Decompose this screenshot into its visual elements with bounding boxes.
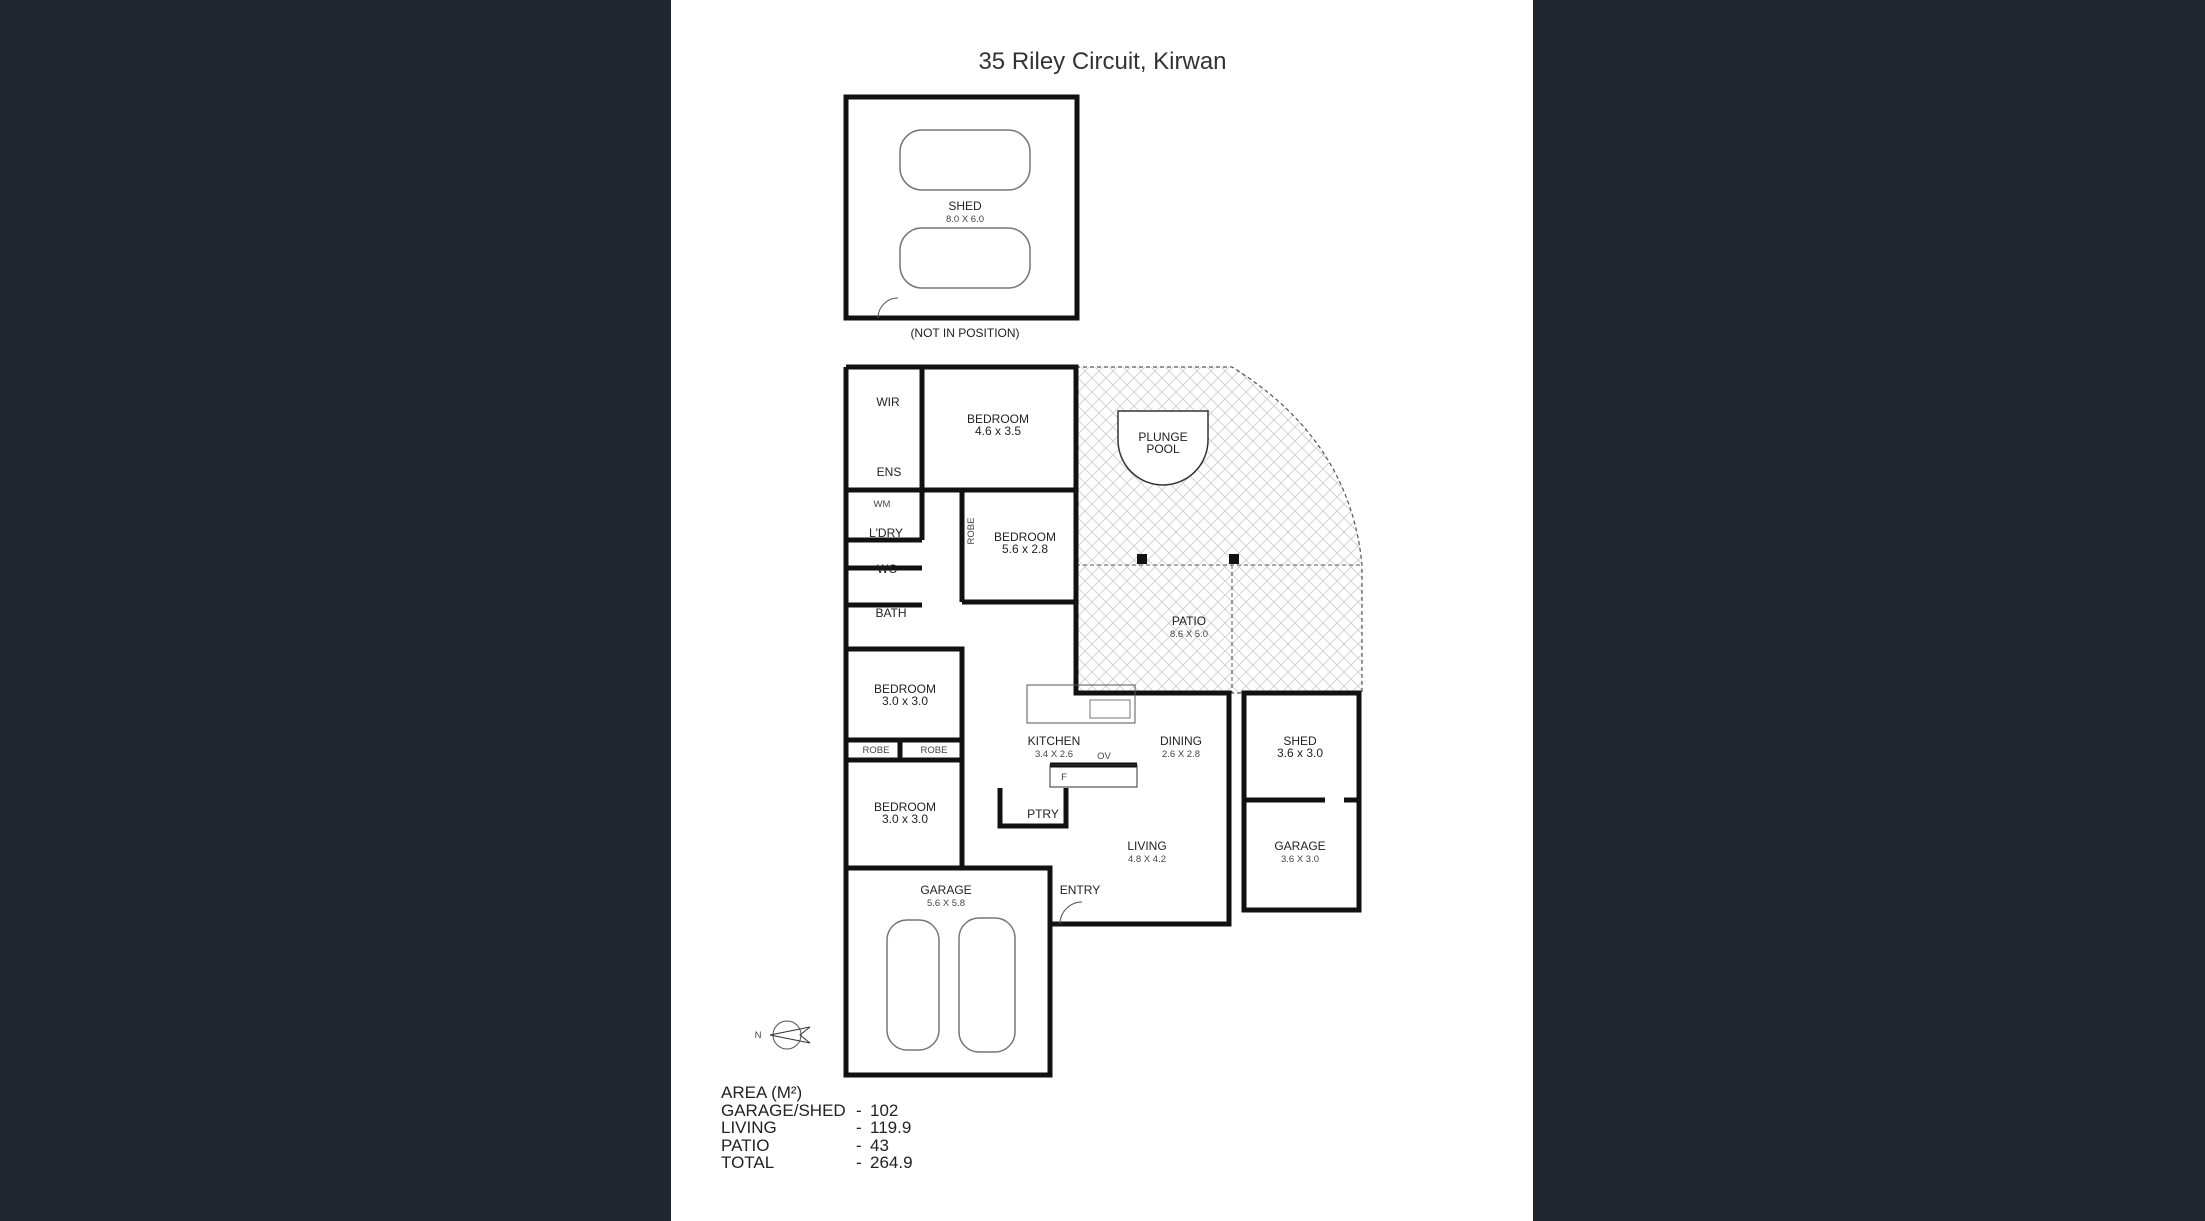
svg-text:BEDROOM: BEDROOM: [994, 530, 1056, 544]
svg-text:SHED: SHED: [1283, 734, 1317, 748]
svg-text:DINING: DINING: [1160, 734, 1202, 748]
svg-text:5.6 X 5.8: 5.6 X 5.8: [927, 898, 965, 909]
svg-text:8.6 X 5.0: 8.6 X 5.0: [1170, 629, 1208, 640]
area-row: LIVING-119.9: [721, 1118, 912, 1137]
svg-text:L'DRY: L'DRY: [869, 526, 903, 540]
svg-text:5.6 x 2.8: 5.6 x 2.8: [1002, 542, 1048, 556]
svg-text:GARAGE: GARAGE: [920, 883, 971, 897]
area-heading: AREA (M²): [721, 1083, 803, 1102]
car-icon: [899, 129, 1031, 191]
svg-text:4.6 x 3.5: 4.6 x 3.5: [975, 424, 1021, 438]
svg-text:4.8 X 4.2: 4.8 X 4.2: [1128, 854, 1166, 865]
svg-text:ROBE: ROBE: [966, 518, 977, 545]
svg-text:SHED: SHED: [948, 199, 982, 213]
svg-text:BEDROOM: BEDROOM: [967, 412, 1029, 426]
svg-text:BEDROOM: BEDROOM: [874, 682, 936, 696]
svg-text:BATH: BATH: [875, 606, 906, 620]
plunge-pool: [1117, 410, 1209, 486]
house-walls: [843, 364, 1362, 1078]
area-summary: AREA (M²) GARAGE/SHED-102 LIVING-119.9 P…: [721, 1084, 913, 1172]
sink-icon: [1089, 699, 1131, 719]
svg-text:PTRY: PTRY: [1027, 807, 1059, 821]
svg-text:3.6 x 3.0: 3.6 x 3.0: [1277, 746, 1323, 760]
svg-text:3.0 x 3.0: 3.0 x 3.0: [882, 694, 928, 708]
svg-text:WM: WM: [874, 499, 891, 510]
compass-icon: N: [755, 1020, 811, 1050]
svg-text:BEDROOM: BEDROOM: [874, 800, 936, 814]
area-row: PATIO-43: [721, 1135, 889, 1155]
patio-area: [1075, 366, 1363, 694]
svg-text:F: F: [1061, 772, 1067, 783]
svg-text:PATIO: PATIO: [1172, 614, 1206, 628]
svg-text:PLUNGE: PLUNGE: [1138, 430, 1187, 444]
svg-text:ENTRY: ENTRY: [1060, 883, 1100, 897]
svg-text:OV: OV: [1097, 751, 1111, 762]
svg-text:ROBE: ROBE: [921, 745, 948, 756]
car-icon: [886, 919, 940, 1051]
kitchen-bench: [1026, 684, 1136, 724]
svg-text:WIR: WIR: [876, 395, 900, 409]
svg-text:3.4 X 2.6: 3.4 X 2.6: [1035, 749, 1073, 760]
svg-text:WC: WC: [877, 562, 897, 576]
svg-text:LIVING: LIVING: [1127, 839, 1166, 853]
area-row: GARAGE/SHED-102: [721, 1100, 899, 1120]
svg-text:GARAGE: GARAGE: [1274, 839, 1325, 853]
svg-text:KITCHEN: KITCHEN: [1028, 734, 1081, 748]
cooktop-bench: [1049, 764, 1138, 788]
detached-shed: SHED 8.0 X 6.0 (NOT IN POSITION): [843, 94, 1080, 340]
car-icon: [958, 917, 1016, 1053]
svg-text:ENS: ENS: [877, 465, 902, 479]
svg-text:8.0 X 6.0: 8.0 X 6.0: [946, 214, 984, 225]
svg-text:3.6 X 3.0: 3.6 X 3.0: [1281, 854, 1319, 865]
area-row: TOTAL-264.9: [721, 1153, 913, 1172]
svg-text:(NOT IN POSITION): (NOT IN POSITION): [910, 326, 1019, 340]
svg-text:ROBE: ROBE: [863, 745, 890, 756]
svg-text:N: N: [755, 1030, 762, 1041]
svg-text:POOL: POOL: [1146, 442, 1180, 456]
page-title: 35 Riley Circuit, Kirwan: [978, 48, 1227, 75]
svg-text:2.6 X 2.8: 2.6 X 2.8: [1162, 749, 1200, 760]
svg-text:3.0 x 3.0: 3.0 x 3.0: [882, 812, 928, 826]
car-icon: [899, 227, 1031, 289]
